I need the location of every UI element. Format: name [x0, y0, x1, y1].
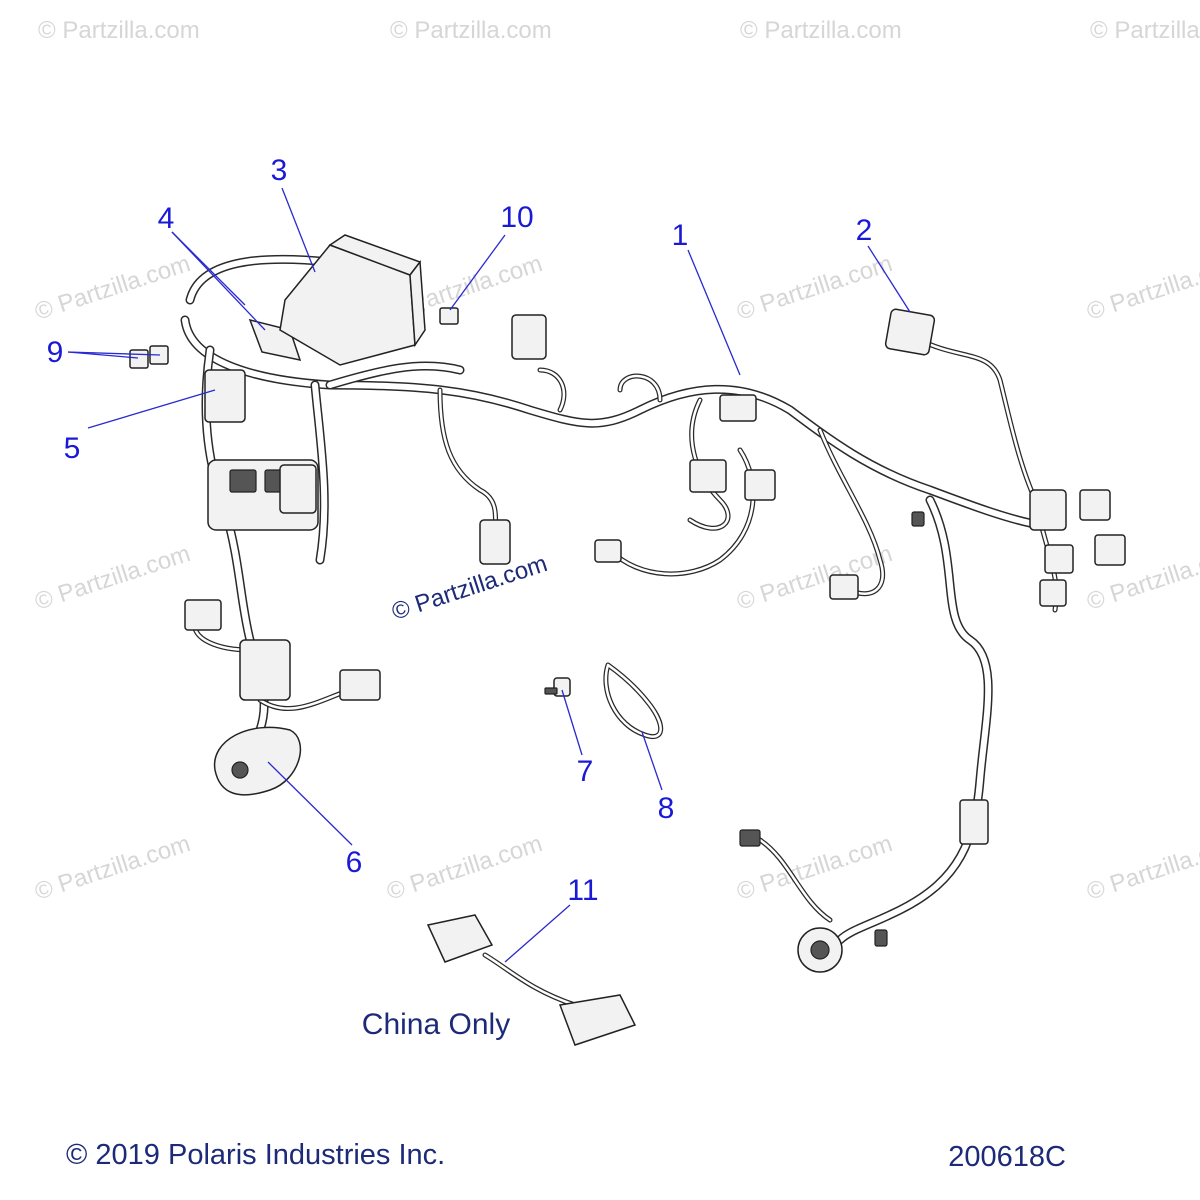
watermark: © Partzilla.com	[32, 830, 194, 906]
callout-1: 1	[672, 219, 689, 252]
callout-5: 5	[64, 432, 81, 465]
adapter-part-11	[426, 914, 637, 1046]
clip-part-10	[439, 307, 459, 325]
watermark: © Partzilla.com	[740, 17, 902, 44]
cable-tie-part-8	[603, 662, 664, 740]
main-wiring-harness	[180, 254, 1126, 973]
watermark: © Partzilla.com	[1084, 830, 1200, 906]
watermark: © Partzilla.com	[390, 17, 552, 44]
main-watermark: © Partzilla.com	[389, 550, 551, 626]
callout-7: 7	[577, 755, 594, 788]
watermark: © Partzilla.com	[38, 17, 200, 44]
callout-labels: 1 2 3 4 5 6 7 8 9 10 11	[47, 154, 873, 907]
connector-part-2	[884, 308, 936, 356]
watermark: © Partzilla.com	[1090, 17, 1200, 44]
diagram-id: 200618C	[948, 1141, 1066, 1173]
callout-11: 11	[567, 874, 598, 907]
callout-9: 9	[47, 336, 64, 369]
watermark: © Partzilla.com	[32, 540, 194, 616]
push-pin-part-7	[544, 677, 571, 697]
leader-lines	[67, 187, 911, 963]
watermark: © Partzilla.com	[384, 830, 546, 906]
callout-6: 6	[346, 846, 363, 879]
callout-8: 8	[658, 792, 675, 825]
callout-2: 2	[856, 214, 873, 247]
china-only-note: China Only	[362, 1008, 510, 1041]
watermark: © Partzilla.com	[1084, 250, 1200, 326]
copyright-text: © 2019 Polaris Industries Inc.	[66, 1139, 445, 1171]
watermark: © Partzilla.com	[734, 540, 896, 616]
fuse-box-cover	[279, 234, 426, 366]
watermark: © Partzilla.com	[32, 250, 194, 326]
callout-3: 3	[271, 154, 288, 187]
watermark: © Partzilla.com	[734, 250, 896, 326]
clips-part-9	[129, 345, 169, 369]
callout-4: 4	[158, 202, 175, 235]
callout-10: 10	[500, 201, 533, 234]
